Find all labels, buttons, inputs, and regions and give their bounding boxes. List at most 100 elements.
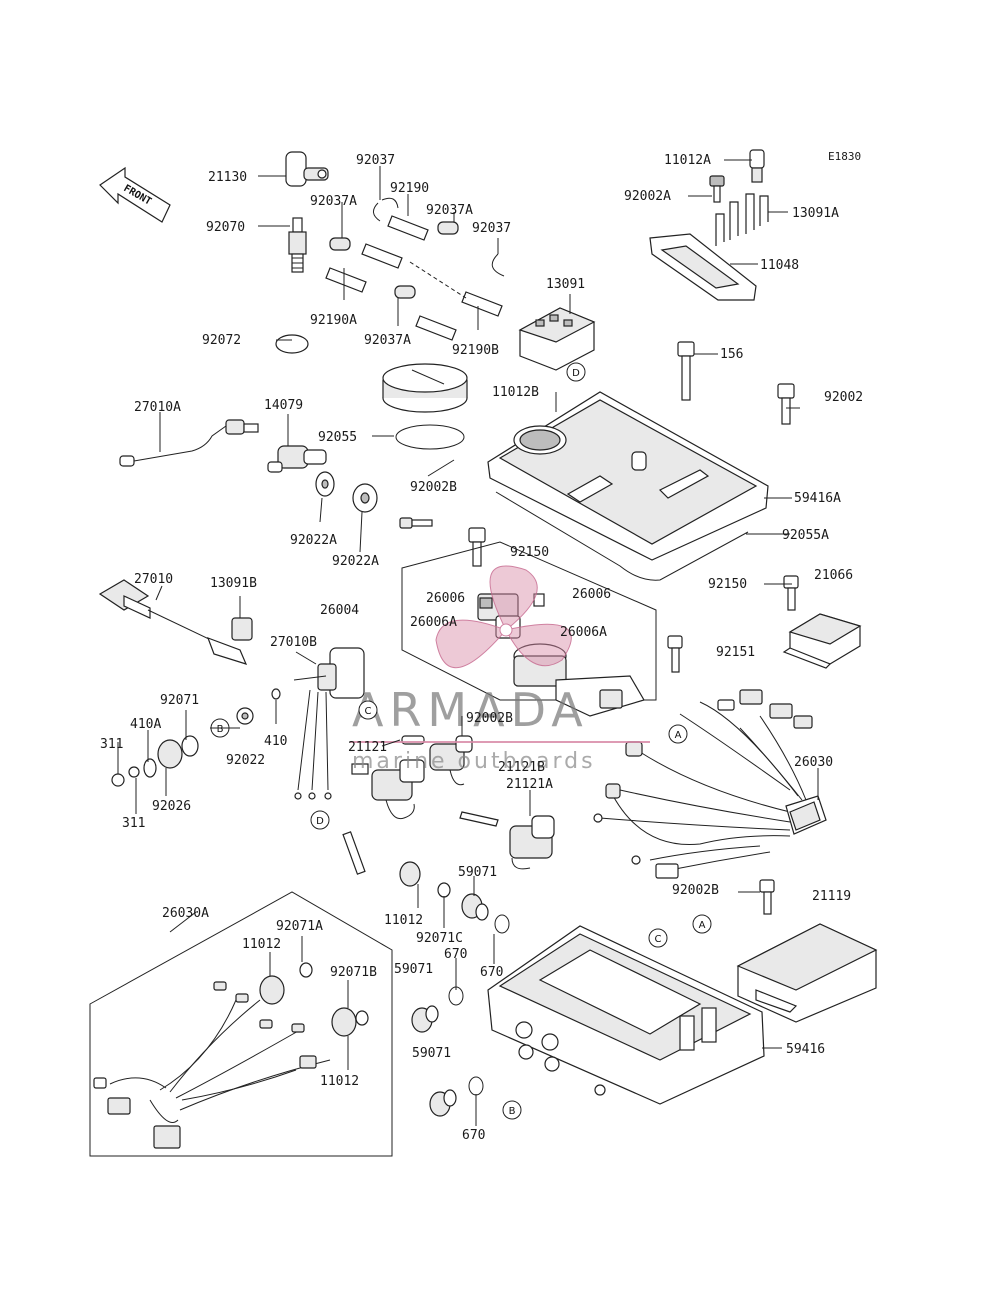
gasket-92055A [495, 491, 749, 581]
part-label: 26006A [560, 625, 607, 640]
part-label: 21066 [814, 568, 853, 583]
fitting-11012A [749, 149, 765, 183]
plate-11048 [649, 233, 757, 301]
cover-59416A [487, 391, 769, 561]
part-label: 11012 [242, 937, 281, 952]
part-label: 92190B [452, 343, 499, 358]
part-label: 59071 [412, 1046, 451, 1061]
part-label: 26006 [572, 587, 611, 602]
part-label: 21130 [208, 170, 247, 185]
part-label: 410A [130, 717, 161, 732]
bolt-92002B-lower [759, 879, 775, 915]
hose-clips [275, 197, 505, 354]
o-ring-92055 [395, 424, 465, 450]
part-label: 92037A [310, 194, 357, 209]
diagram-code: E1830 [828, 150, 861, 163]
cap-dome [382, 363, 468, 413]
part-label: 59071 [458, 865, 497, 880]
sensor-27010A [119, 419, 259, 467]
part-label: 21119 [812, 889, 851, 904]
module-21119 [736, 923, 878, 1023]
bolt-small [399, 517, 433, 529]
part-label: 13091 [546, 277, 585, 292]
part-label: 13091A [792, 206, 839, 221]
part-label: 92002B [410, 480, 457, 495]
callout-c: C [648, 928, 668, 948]
part-label: 21121A [506, 777, 553, 792]
part-label: 92037A [364, 333, 411, 348]
caps-11012 [399, 861, 451, 898]
part-label: 11012 [320, 1074, 359, 1089]
svg-text:A: A [675, 730, 682, 741]
part-label: 92072 [202, 333, 241, 348]
watermark-tagline: marine outboards [352, 749, 596, 774]
part-label: 92190A [310, 313, 357, 328]
part-label: 92070 [206, 220, 245, 235]
svg-text:B: B [217, 724, 224, 735]
svg-text:D: D [572, 368, 580, 379]
pin-d [342, 831, 366, 875]
callout-d: D [310, 810, 330, 830]
bolt-92151 [667, 635, 683, 673]
svg-text:B: B [509, 1106, 516, 1117]
part-label: 92071C [416, 931, 463, 946]
part-label: 92071 [160, 693, 199, 708]
part-label: 92002 [824, 390, 863, 405]
svg-text:A: A [699, 920, 706, 931]
front-arrow: FRONT [99, 166, 171, 223]
part-label: 92190 [390, 181, 429, 196]
watermark: ARMADA marine outboards [350, 565, 650, 774]
case-59416 [487, 925, 765, 1105]
part-label: 26030 [794, 755, 833, 770]
part-label: 59416 [786, 1042, 825, 1057]
part-label: 26006A [410, 615, 457, 630]
part-label: 92022 [226, 753, 265, 768]
leader-lines [117, 159, 819, 1126]
part-label: 27010B [270, 635, 317, 650]
spark-plug-cap [285, 151, 329, 187]
part-label: 92022A [332, 554, 379, 569]
plugs-59071 [411, 893, 489, 1117]
part-label: 92037 [356, 153, 395, 168]
part-label: 92037 [472, 221, 511, 236]
part-label: 11012 [384, 913, 423, 928]
module-21066 [782, 613, 862, 669]
part-label: 92026 [152, 799, 191, 814]
part-label: 670 [444, 947, 467, 962]
part-label: 59416A [794, 491, 841, 506]
part-label: 21121B [498, 760, 545, 775]
hose-pieces [325, 215, 503, 341]
part-label: 311 [100, 737, 123, 752]
solenoid-frame [401, 541, 657, 701]
part-label: 11012A [664, 153, 711, 168]
harness-26030 [593, 689, 827, 879]
sensor-27010 [98, 579, 248, 665]
part-label: 92055 [318, 430, 357, 445]
callout-letters: D A B C D C A B [210, 362, 712, 1120]
part-label: 21121 [348, 740, 387, 755]
propeller-logo [435, 565, 572, 668]
part-label: 670 [462, 1128, 485, 1143]
part-label: 11012B [492, 385, 539, 400]
part-label: 59071 [394, 962, 433, 977]
callout-c: C [358, 700, 378, 720]
bolt-92002 [777, 383, 795, 425]
part-label: 11048 [760, 258, 799, 273]
bolt-92002A [709, 175, 725, 203]
part-label: 14079 [264, 398, 303, 413]
part-label: 311 [122, 816, 145, 831]
valve-14079 [267, 445, 327, 473]
coil-21121A [459, 811, 555, 870]
callout-b: B [502, 1100, 522, 1120]
part-label: 92002B [466, 711, 513, 726]
part-label: 92151 [716, 645, 755, 660]
part-label: 92002B [672, 883, 719, 898]
part-label: 26006 [426, 591, 465, 606]
coil-21121 [351, 759, 425, 820]
bolts-92150 [468, 527, 799, 611]
callout-a: A [668, 724, 688, 744]
svg-text:D: D [316, 816, 324, 827]
coil-21121B [401, 735, 473, 786]
part-label: 92071A [276, 919, 323, 934]
part-labels: 21130 92037 92037A 92190 92037A 92037 92070 921… [100, 153, 863, 1143]
